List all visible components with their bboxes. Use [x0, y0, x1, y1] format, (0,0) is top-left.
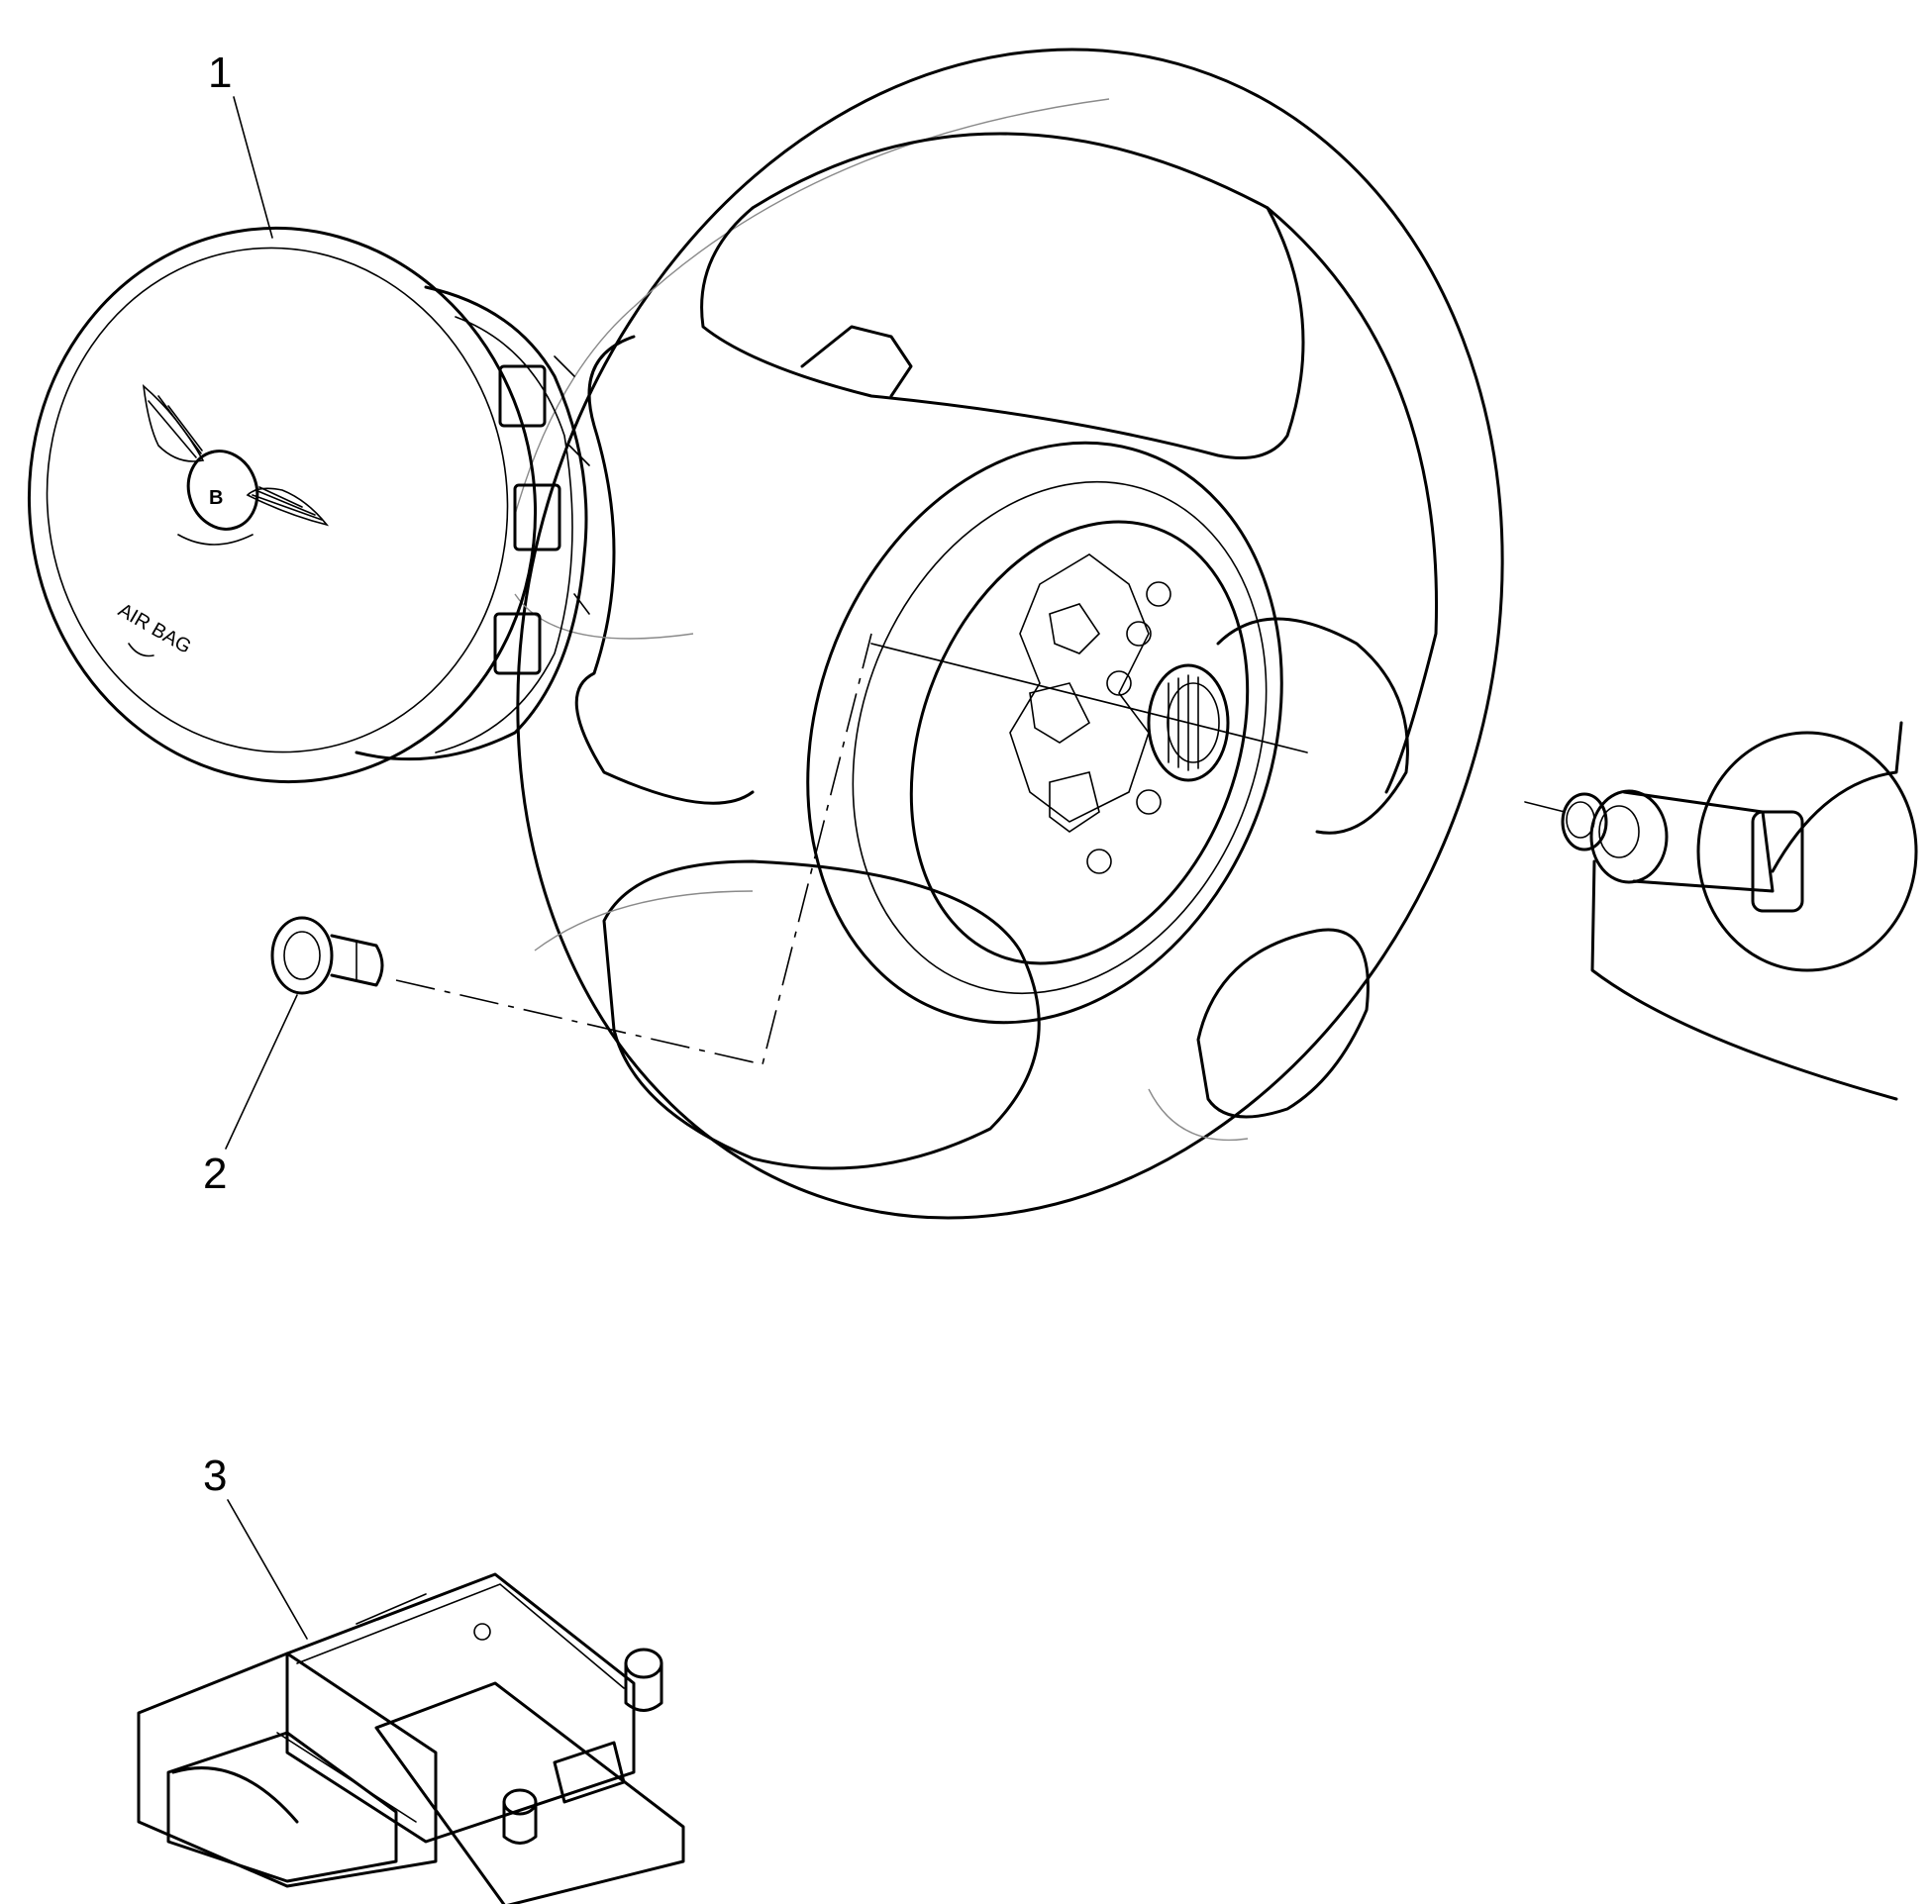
leader-line-3: [227, 1499, 308, 1640]
leader-line-2: [225, 994, 298, 1150]
callout-label-2: 2: [203, 1150, 227, 1198]
airbag-control-module: [137, 1572, 685, 1904]
airbag-module: B AIR BAG: [27, 226, 590, 784]
callout-2: 2: [203, 994, 298, 1198]
steering-column: [1524, 721, 1918, 1101]
callout-label-3: 3: [203, 1452, 227, 1500]
callout-1: 1: [208, 49, 273, 239]
bentley-emblem: B: [142, 384, 330, 546]
bolt: [270, 916, 384, 995]
leader-line-1: [233, 96, 273, 239]
callout-3: 3: [203, 1452, 308, 1640]
emblem-letter: B: [209, 487, 223, 509]
airbag-cover-text: AIR BAG: [115, 599, 195, 658]
bolt-alignment-line: [395, 633, 872, 1065]
steering-wheel: [514, 48, 1504, 1220]
callout-label-1: 1: [208, 49, 232, 97]
